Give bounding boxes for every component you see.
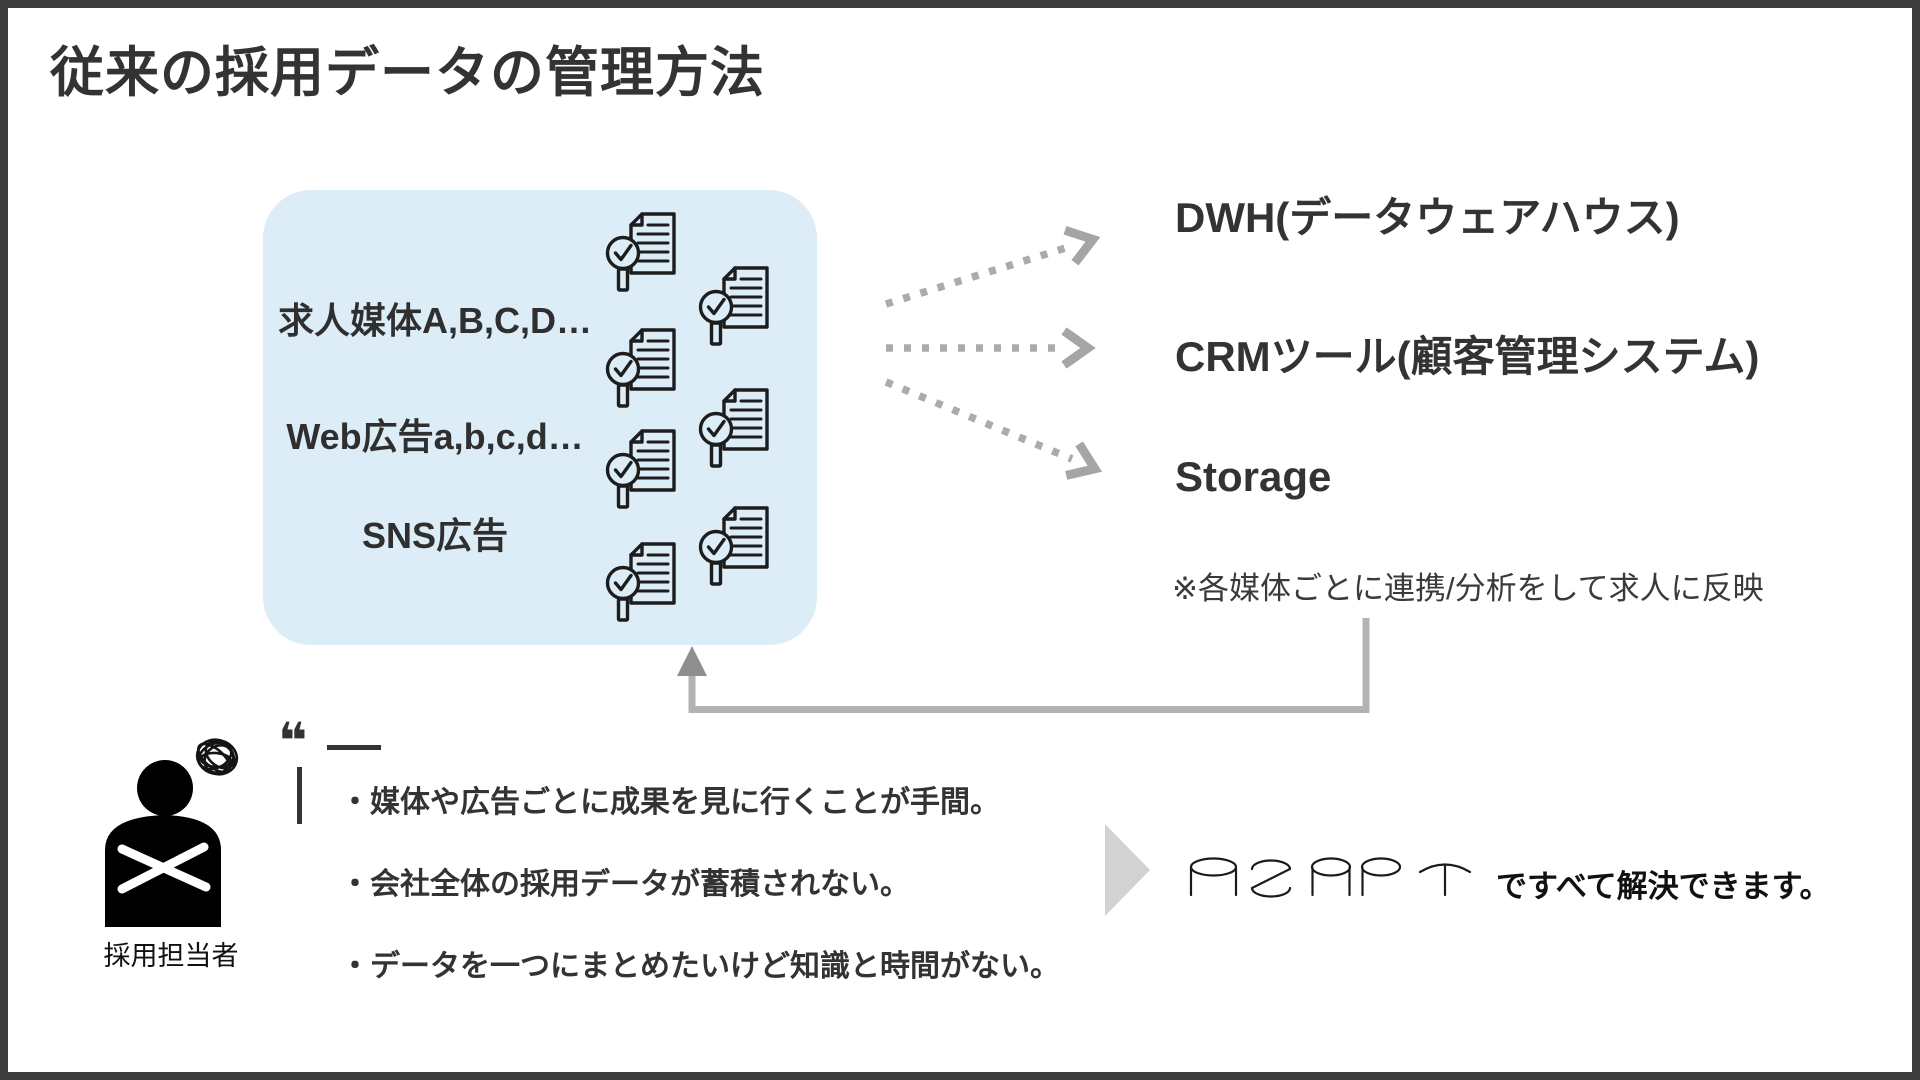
pain-point-2: ・会社全体の採用データが蓄積されない。 (340, 868, 910, 901)
destination-dwh: DWH(データウェアハウス) (1175, 194, 1680, 241)
person-arms-crossed-icon (105, 738, 239, 927)
source-item-sns-ads: SNS広告 (361, 515, 509, 556)
chevron-right-icon (1105, 824, 1150, 916)
arrowhead-dwh (1063, 225, 1101, 266)
logo-letter-z (1250, 859, 1292, 898)
quote-dash-line (327, 745, 381, 750)
logo-letter-p (1360, 857, 1402, 897)
destination-storage: Storage (1175, 453, 1332, 500)
source-item-web-ads: Web広告a,b,c,d… (286, 416, 584, 457)
dotted-arrow-to-dwh (884, 242, 1074, 308)
logo-letter-a (1189, 857, 1238, 897)
persona-label: 採用担当者 (103, 941, 239, 971)
pain-point-1: ・媒体や広告ごとに成果を見に行くことが手間。 (340, 786, 1000, 819)
pain-point-3: ・データを一つにまとめたいけど知識と時間がない。 (340, 950, 1060, 983)
logo-letter-a2 (1310, 857, 1352, 897)
quote-vertical-line (297, 767, 302, 824)
arrowhead-storage (1065, 441, 1103, 480)
arrowhead-crm (1061, 327, 1096, 369)
solution-message: ですべて解決できます。 (1496, 869, 1831, 904)
tangled-thought-scribble-icon (195, 738, 239, 776)
source-item-job-media: 求人媒体A,B,C,D… (278, 300, 592, 341)
destination-crm: CRMツール(顧客管理システム) (1175, 333, 1760, 380)
per-media-note: ※各媒体ごとに連携/分析をして求人に反映 (1172, 571, 1764, 606)
logo-letter-t (1418, 863, 1472, 897)
azapt-logo (1189, 857, 1472, 898)
dotted-arrow-to-storage (884, 378, 1074, 463)
feedback-arrowhead-up (677, 646, 707, 676)
double-quote-icon: ❝ (278, 713, 308, 769)
solution-brand-text: AZAPT (0, 0, 1, 1)
page-title: 従来の採用データの管理方法 (50, 43, 765, 103)
